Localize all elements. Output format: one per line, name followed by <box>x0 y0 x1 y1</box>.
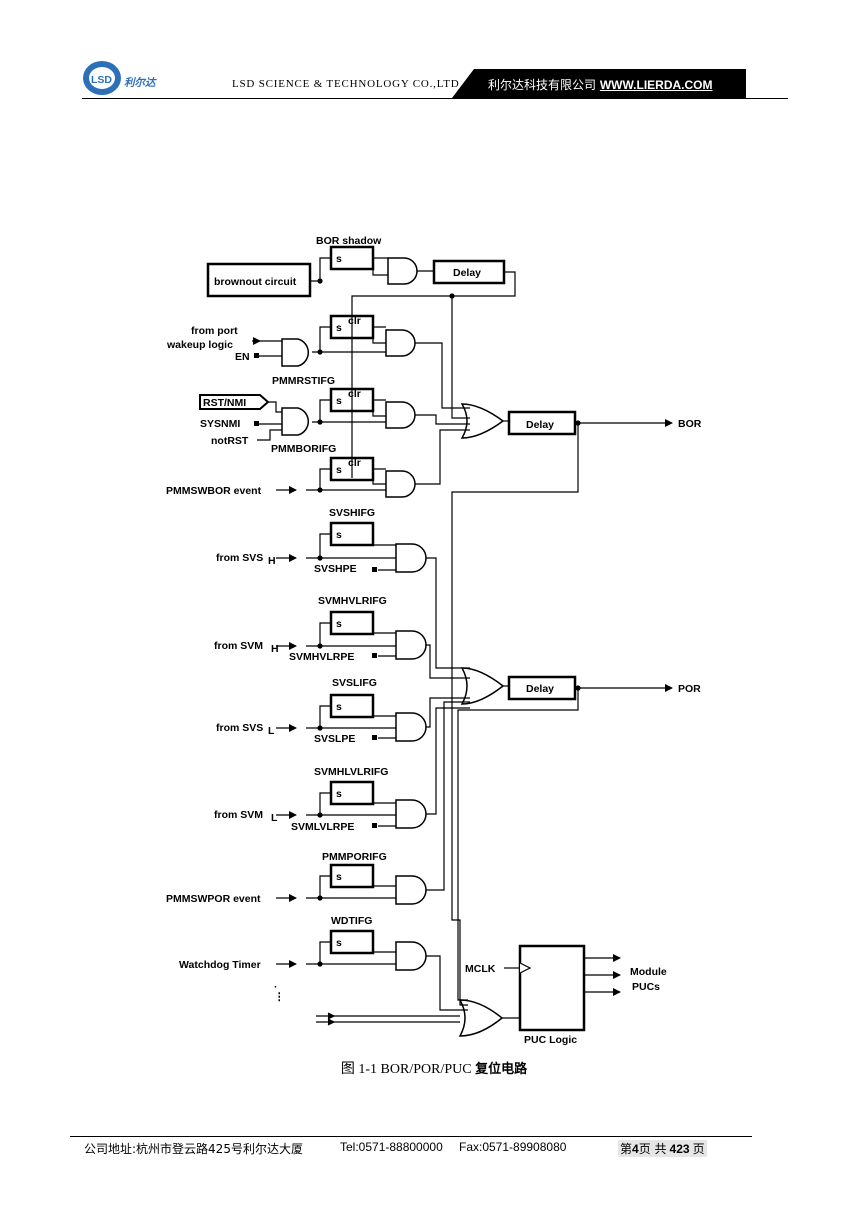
label-from-svm-h: from SVM <box>214 640 263 652</box>
label-s-7: s <box>336 701 342 713</box>
label-wakeup-logic: wakeup logic <box>166 339 233 351</box>
label-brownout-circuit: brownout circuit <box>214 276 297 288</box>
label-s-5: s <box>336 529 342 541</box>
label-watchdog-timer: Watchdog Timer <box>179 959 261 971</box>
label-svmlvlrifg: SVMHLVLRIFG <box>314 766 388 778</box>
svg-text:L: L <box>268 725 275 737</box>
label-s-1: s <box>336 253 342 265</box>
company-name-en: LSD SCIENCE & TECHNOLOGY CO.,LTD <box>232 78 460 90</box>
and-gate-svmhvlrifg <box>395 630 427 660</box>
label-pmmswbor-event: PMMSWBOR event <box>166 485 262 497</box>
label-s-2: s <box>336 322 342 334</box>
figure-caption: 图 1-1 BOR/POR/PUC 复位电路 <box>0 1058 868 1078</box>
label-clr-2: clr <box>348 388 361 400</box>
svg-text:⋮: ⋮ <box>274 991 285 1003</box>
brownout-circuit-box <box>206 262 312 298</box>
label-from-port: from port <box>191 325 238 337</box>
page-footer: 公司地址:杭州市登云路425号利尔达大厦 Tel:0571-88800000 F… <box>84 1140 764 1160</box>
label-svmhvlrifg: SVMHVLRIFG <box>318 595 387 607</box>
label-clr-3: clr <box>348 457 361 469</box>
and-gate-pmmswbor <box>385 470 416 498</box>
svg-text:H: H <box>271 643 279 655</box>
svg-text:L: L <box>271 812 278 824</box>
footer-address: 公司地址:杭州市登云路425号利尔达大厦 <box>84 1142 303 1156</box>
caption-text: 复位电路 <box>475 1062 528 1077</box>
and-gate-pmmrstifg <box>385 329 416 357</box>
label-clr-1: clr <box>348 315 361 327</box>
svg-text:H: H <box>268 555 276 567</box>
label-puc-logic: PUC Logic <box>524 1034 577 1046</box>
label-svslifg: SVSLIFG <box>332 677 377 689</box>
label-pmmswpor-event: PMMSWPOR event <box>166 893 261 905</box>
label-svmhvlrpe: SVMHVLRPE <box>289 651 354 663</box>
and-gate-wakeup <box>281 338 310 367</box>
label-delay-bor: Delay <box>526 419 554 431</box>
label-pmmrstifg: PMMRSTIFG <box>272 375 335 387</box>
label-s-10: s <box>336 937 342 949</box>
svg-text:利尔达: 利尔达 <box>124 76 157 89</box>
label-pmmporifg: PMMPORIFG <box>322 851 387 863</box>
label-s-8: s <box>336 788 342 800</box>
label-wdtifg: WDTIFG <box>331 915 372 927</box>
and-gate-svmlvlrifg <box>395 799 427 829</box>
label-from-svs-l: from SVS <box>216 722 263 734</box>
or-gate-bor <box>460 403 505 439</box>
svg-text:·: · <box>274 981 278 993</box>
label-bor: BOR <box>678 418 702 430</box>
label-from-svm-l: from SVM <box>214 809 263 821</box>
label-pucs: PUCs <box>632 981 660 993</box>
label-pmmborifg: PMMBORIFG <box>271 443 336 455</box>
or-gate-puc <box>458 999 504 1037</box>
caption-label: 图 1-1 BOR/POR/PUC <box>340 1062 472 1077</box>
puc-logic-box <box>518 944 586 1032</box>
rst-nmi-pin <box>199 394 270 410</box>
footer-rule <box>70 1136 752 1137</box>
label-s-9: s <box>336 871 342 883</box>
label-svmlvlrpe: SVMLVLRPE <box>291 821 354 833</box>
label-bor-shadow: BOR shadow <box>316 235 382 247</box>
label-from-svs-h: from SVS <box>216 552 263 564</box>
label-s-4: s <box>336 464 342 476</box>
footer-tel: Tel:0571-88800000 <box>340 1140 443 1154</box>
company-banner: 利尔达科技有限公司 WWW.LIERDA.COM <box>452 69 746 98</box>
label-en: EN <box>235 351 250 363</box>
and-gate-rst <box>281 407 310 436</box>
label-svshpe: SVSHPE <box>314 563 357 575</box>
and-gate-svshifg <box>395 543 427 573</box>
company-name-cn: 利尔达科技有限公司 <box>488 78 597 92</box>
svg-text:LSD: LSD <box>91 74 112 86</box>
footer-fax: Fax:0571-89908080 <box>459 1140 567 1154</box>
label-svshifg: SVSHIFG <box>329 507 375 519</box>
header-rule <box>82 98 788 99</box>
label-s-6: s <box>336 618 342 630</box>
label-delay-por: Delay <box>526 683 554 695</box>
label-delay-top: Delay <box>453 267 481 279</box>
and-gate-bor-shadow <box>387 257 418 285</box>
label-module: Module <box>630 966 667 978</box>
label-por: POR <box>678 683 701 695</box>
website-link[interactable]: WWW.LIERDA.COM <box>599 78 713 92</box>
and-gate-pmmporifg <box>395 875 427 905</box>
and-gate-svslifg <box>395 712 427 742</box>
label-rst-nmi: RST/NMI <box>203 397 246 409</box>
label-sysnmi: SYSNMI <box>200 418 240 430</box>
label-notrst: notRST <box>211 435 249 447</box>
or-gate-por <box>460 667 505 705</box>
and-gate-pmmborifg <box>385 401 416 429</box>
label-s-3: s <box>336 395 342 407</box>
lsd-logo-icon: LSD 利尔达 <box>83 61 157 95</box>
and-gate-wdtifg <box>395 941 427 971</box>
label-mclk: MCLK <box>465 963 496 975</box>
page-header: LSD 利尔达 LSD SCIENCE & TECHNOLOGY CO.,LTD… <box>82 56 788 100</box>
label-svslpe: SVSLPE <box>314 733 355 745</box>
